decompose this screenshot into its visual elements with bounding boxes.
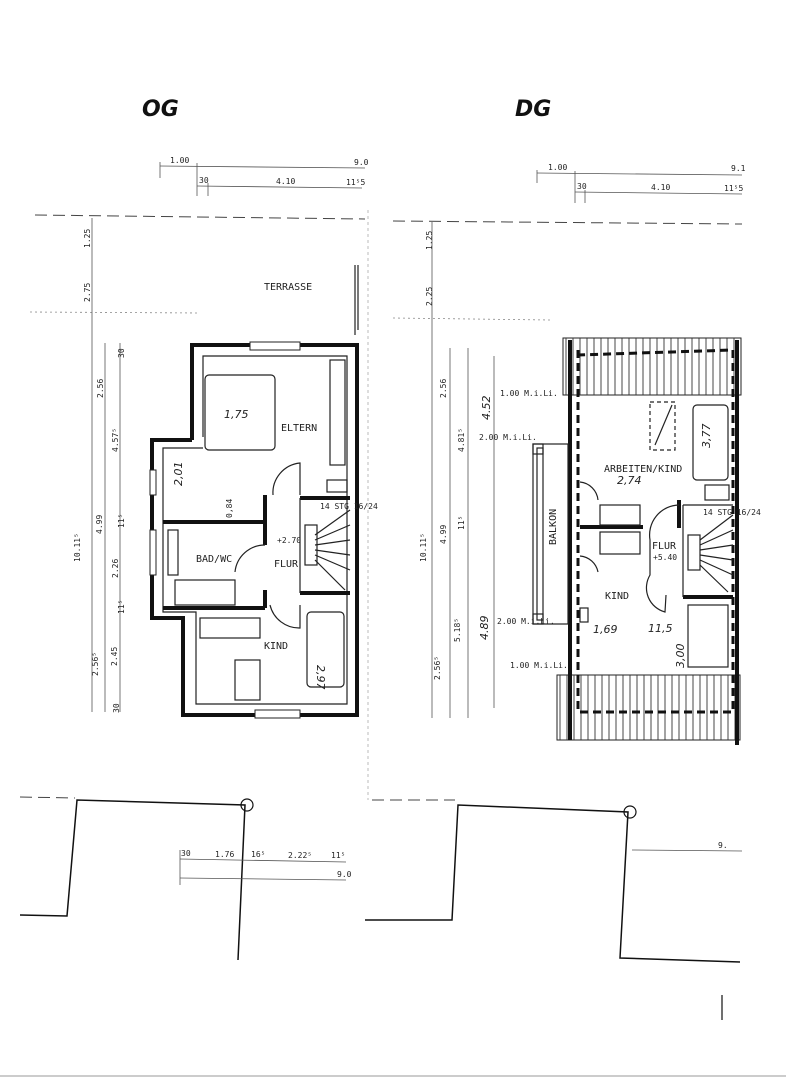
dim-label: 5.18⁵	[453, 618, 462, 642]
dim-label: 4.10	[276, 177, 295, 186]
dim-label: 1.25	[425, 231, 434, 250]
og-walls	[149, 341, 359, 719]
dim-label: 2.25	[425, 287, 434, 306]
dim-label: 11⁵	[117, 600, 126, 614]
dim-label: 1.76	[215, 850, 234, 859]
dim-label: 10.11⁵	[419, 533, 428, 562]
dim-label: 4.10	[651, 183, 670, 192]
room-label-bad: BAD/WC	[196, 554, 232, 565]
level-marker: +5.40	[653, 553, 677, 562]
dim-arbeiten-depth: 3,77	[700, 424, 713, 449]
dim-label: 2.26	[111, 559, 120, 578]
dim-kind: 2,97	[314, 665, 327, 690]
dg-walls	[532, 337, 742, 745]
dim-label: 1.00	[170, 156, 189, 165]
dim-label: 2.56⁵	[433, 656, 442, 680]
level-marker: +2.70	[277, 536, 301, 545]
room-label-balkon: BALKON	[548, 509, 559, 545]
stairs-label: 14 STG 16/24	[703, 508, 761, 517]
dim-label: 30	[199, 176, 209, 185]
room-label-arbeiten: ARBEITEN/KIND	[604, 464, 682, 475]
dim-label: 4.89	[478, 616, 491, 641]
dg-top-dimensions: 1.00 9.1 30 4.10 11⁵5	[536, 163, 746, 203]
dim-label: 16⁵	[251, 850, 265, 859]
dim-label: 2.75	[83, 283, 92, 302]
dim-label: 2.56	[439, 379, 448, 398]
dim-eltern-depth: 2,01	[172, 462, 185, 487]
dim-label: 4.99	[439, 525, 448, 544]
clear-height-label: 1.00 M.i.Li.	[500, 389, 558, 398]
dim-label: 11⁵5	[724, 184, 743, 193]
dim-arbeiten-width: 2,74	[617, 474, 642, 487]
og-left-dimensions: 1.25 2.75 2.56 4.57⁵ 30 10.11⁵ 4.99 11⁵ …	[73, 218, 126, 713]
dim-label: 4.81⁵	[457, 428, 466, 452]
og-top-dimensions: 1.00 9.0 30 4.10 11⁵5	[159, 156, 369, 196]
dg-left-dimensions: 1.25 2.25 2.56 4.81⁵ 4.52 4.99 11⁵ 10.11…	[419, 222, 495, 718]
dim-niche: 0,84	[225, 499, 234, 518]
dim-label: 11⁵	[457, 516, 466, 530]
og-site-lines	[19, 796, 347, 961]
dim-label: 4.57⁵	[111, 428, 120, 452]
dim-label: 2.45	[110, 647, 119, 666]
dim-label: 30	[181, 849, 191, 858]
dim-kind-depth: 3,00	[674, 644, 687, 669]
stairs-label: 14 STG 16/24	[320, 502, 378, 511]
dim-wall: 11,5	[648, 622, 673, 635]
dim-label: 9.1	[731, 164, 746, 173]
dim-label: 1.00	[548, 163, 567, 172]
dim-eltern-width: 1,75	[224, 408, 249, 421]
dim-label: 11⁵5	[346, 178, 365, 187]
dim-label: 1.25	[83, 229, 92, 248]
og-title: OG	[142, 97, 179, 122]
dg-staircase	[687, 514, 734, 593]
dim-label: 30	[112, 703, 121, 713]
room-label-terrace: TERRASSE	[264, 282, 312, 293]
dim-label: 11⁵	[331, 851, 345, 860]
dim-label: 9.0	[354, 158, 369, 167]
dim-label: 10.11⁵	[73, 533, 82, 562]
dim-label: 4.99	[95, 515, 104, 534]
dg-plan: DG 1.00 9.1 30 4.10 11⁵5 1.25 2.25 2.56 …	[365, 97, 761, 1020]
clear-height-label: 1.00 M.i.Li.	[510, 661, 568, 670]
dim-label: 9.0	[337, 870, 352, 879]
dim-label: 2.22⁵	[288, 851, 312, 860]
room-label-kind: KIND	[605, 591, 629, 602]
room-label-eltern: ELTERN	[281, 423, 317, 434]
dim-label: 30	[117, 348, 126, 358]
dg-site-lines	[365, 799, 743, 1020]
og-staircase	[304, 509, 351, 591]
clear-height-label: 2.00 M.i.Li.	[479, 433, 537, 442]
dim-label: 9.	[718, 841, 728, 850]
dim-label: 11⁵	[117, 514, 126, 528]
property-line	[34, 214, 366, 220]
dim-label: 30	[577, 182, 587, 191]
dg-title: DG	[515, 97, 551, 122]
room-label-flur: FLUR	[274, 559, 299, 570]
room-label-kind: KIND	[264, 641, 288, 652]
og-plan: OG 1.00 9.0 30 4.10 11⁵5 TERRASSE 1.25 2…	[19, 97, 378, 961]
clear-height-label: 2.00 M.i.Li.	[497, 617, 555, 626]
dim-kind-width: 1,69	[593, 623, 618, 636]
room-label-flur: FLUR	[652, 541, 677, 552]
dim-label: 2.56⁵	[91, 652, 100, 676]
dim-label: 2.56	[96, 379, 105, 398]
dim-label: 4.52	[480, 396, 493, 421]
